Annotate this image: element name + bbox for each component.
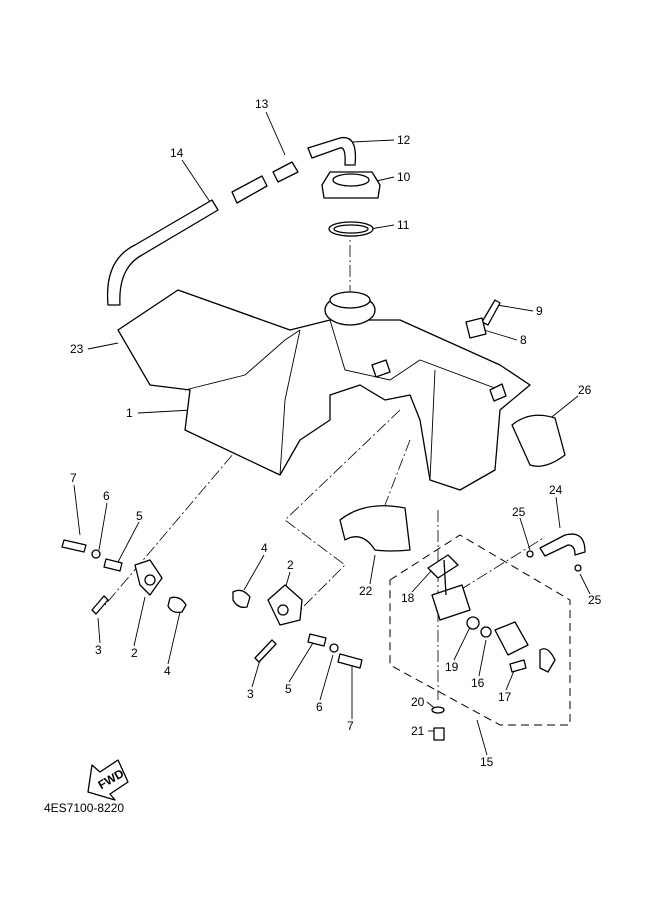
breather-hose [106,136,357,306]
callout: 8 [520,333,527,347]
callout: 22 [359,584,373,598]
callout: 5 [136,509,143,523]
fuel-cock-assembly-outline [389,534,571,726]
fuel-cap [321,171,381,237]
fuel-tank [117,289,531,491]
callout: 5 [285,682,292,696]
center-mounting-parts [232,584,363,669]
callout: 12 [397,133,411,147]
callout-labels: 13 12 14 10 11 9 8 23 26 1 7 6 5 24 25 4… [70,97,602,769]
callout: 2 [131,646,138,660]
callout: 13 [255,97,269,111]
callout: 21 [411,724,425,738]
callout: 19 [445,660,459,674]
callout: 15 [480,755,494,769]
callout: 18 [401,591,415,605]
callout: 23 [70,342,84,356]
callout: 4 [164,664,171,678]
callout: 20 [411,695,425,709]
callout: 24 [549,483,563,497]
callout: 4 [261,541,268,555]
cushion-pad [511,414,566,467]
callout: 17 [498,690,512,704]
callout: 26 [578,383,592,397]
callout: 16 [471,676,485,690]
callout: 3 [247,687,254,701]
callout: 25 [588,593,602,607]
callout: 3 [95,643,102,657]
callout: 11 [397,218,410,232]
callout: 25 [512,505,526,519]
forward-direction-arrow: FWD [87,759,129,801]
callout: 14 [170,146,184,160]
callout: 7 [347,719,354,733]
callout: 2 [287,558,294,572]
callout: 9 [536,304,543,318]
left-mounting-parts [61,539,187,615]
fuel-cock-parts [427,533,586,741]
callout: 7 [70,471,77,485]
part-code: 4ES7100-8220 [44,801,124,815]
callout: 10 [397,170,411,184]
tank-damper [339,505,411,552]
callout: 1 [126,406,133,420]
callout: 6 [103,489,110,503]
bolt [481,299,501,326]
leader-lines [73,111,591,756]
collar [465,317,487,339]
callout: 6 [316,700,323,714]
